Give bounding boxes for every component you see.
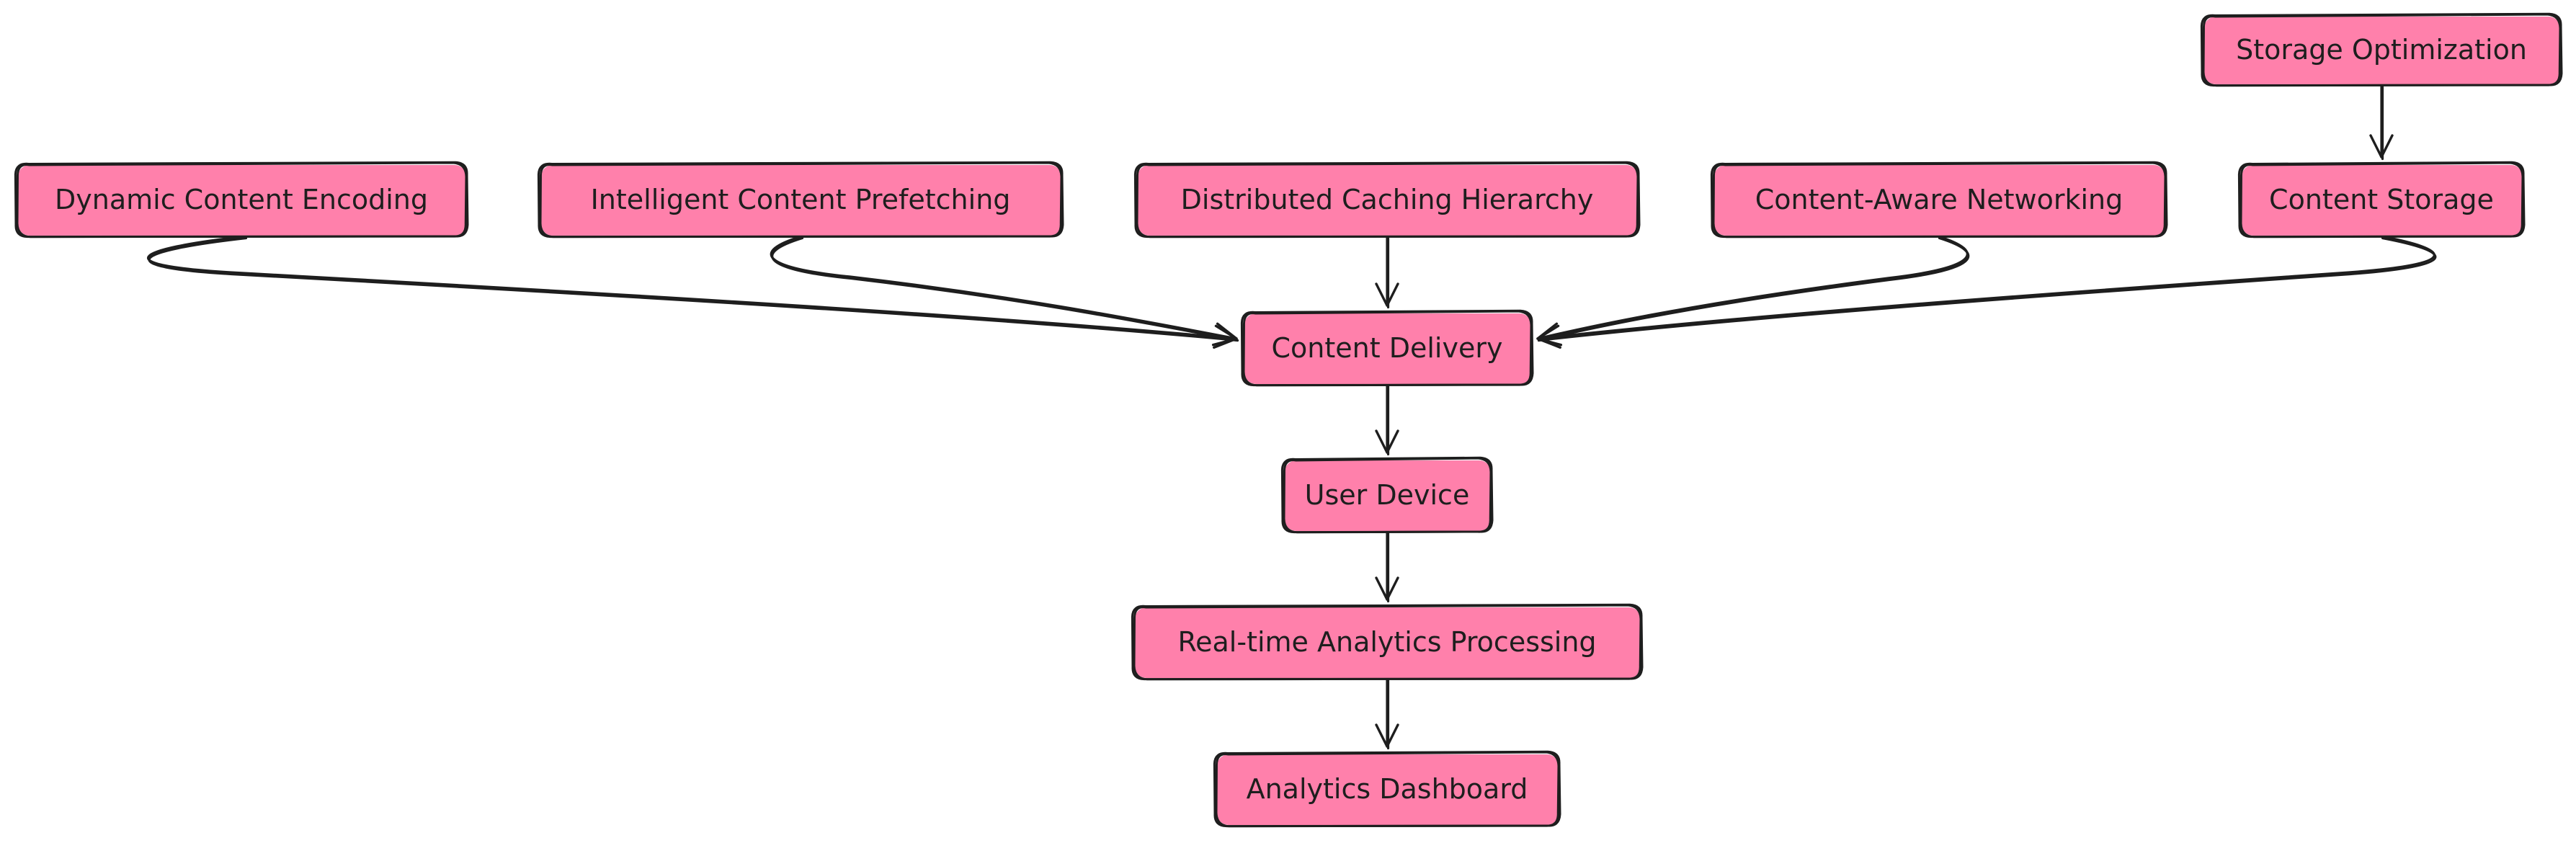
arrow-head <box>1375 429 1399 454</box>
edge-distributed-caching-hierarchy-to-content-delivery <box>1375 235 1399 309</box>
node-storage-optimization: Storage Optimization <box>2200 12 2563 87</box>
edge-real-time-analytics-processing-to-analytics-dashboard <box>1375 677 1399 750</box>
node-label: Content Storage <box>2269 184 2494 215</box>
node-content-storage: Content Storage <box>2237 161 2526 238</box>
node-real-time-analytics-processing: Real-time Analytics Processing <box>1131 603 1644 681</box>
node-label: Distributed Caching Hierarchy <box>1181 184 1594 215</box>
node-label: Intelligent Content Prefetching <box>591 184 1011 215</box>
edge-content-storage-to-content-delivery <box>1536 235 2437 349</box>
arrow-head <box>1211 322 1238 347</box>
arrow-head <box>1375 723 1399 748</box>
node-label: Content-Aware Networking <box>1755 184 2123 215</box>
arrow-head <box>1375 282 1399 307</box>
node-analytics-dashboard: Analytics Dashboard <box>1213 750 1561 828</box>
edge-storage-optimization-to-content-storage <box>2369 84 2394 161</box>
arrow-head <box>1375 576 1399 601</box>
node-content-aware-networking: Content-Aware Networking <box>1710 161 2168 238</box>
node-distributed-caching-hierarchy: Distributed Caching Hierarchy <box>1133 161 1641 238</box>
edge-dynamic-content-encoding-to-content-delivery <box>147 235 1239 349</box>
node-label: Analytics Dashboard <box>1247 773 1528 805</box>
node-user-device: User Device <box>1280 456 1494 534</box>
node-label: User Device <box>1305 479 1470 511</box>
node-intelligent-content-prefetching: Intelligent Content Prefetching <box>537 161 1064 238</box>
arrow-head <box>2369 134 2394 159</box>
arrow-head <box>1536 324 1561 349</box>
node-label: Storage Optimization <box>2236 34 2527 66</box>
edge-intelligent-content-prefetching-to-content-delivery <box>770 235 1239 347</box>
node-content-delivery: Content Delivery <box>1240 309 1534 387</box>
node-label: Content Delivery <box>1272 332 1503 364</box>
edge-content-aware-networking-to-content-delivery <box>1536 235 1970 347</box>
edge-content-delivery-to-user-device <box>1375 383 1399 456</box>
edge-user-device-to-real-time-analytics-processing <box>1375 530 1399 603</box>
node-label: Real-time Analytics Processing <box>1177 626 1596 658</box>
edges-layer <box>147 84 2437 750</box>
node-dynamic-content-encoding: Dynamic Content Encoding <box>14 161 469 238</box>
node-label: Dynamic Content Encoding <box>55 184 428 215</box>
